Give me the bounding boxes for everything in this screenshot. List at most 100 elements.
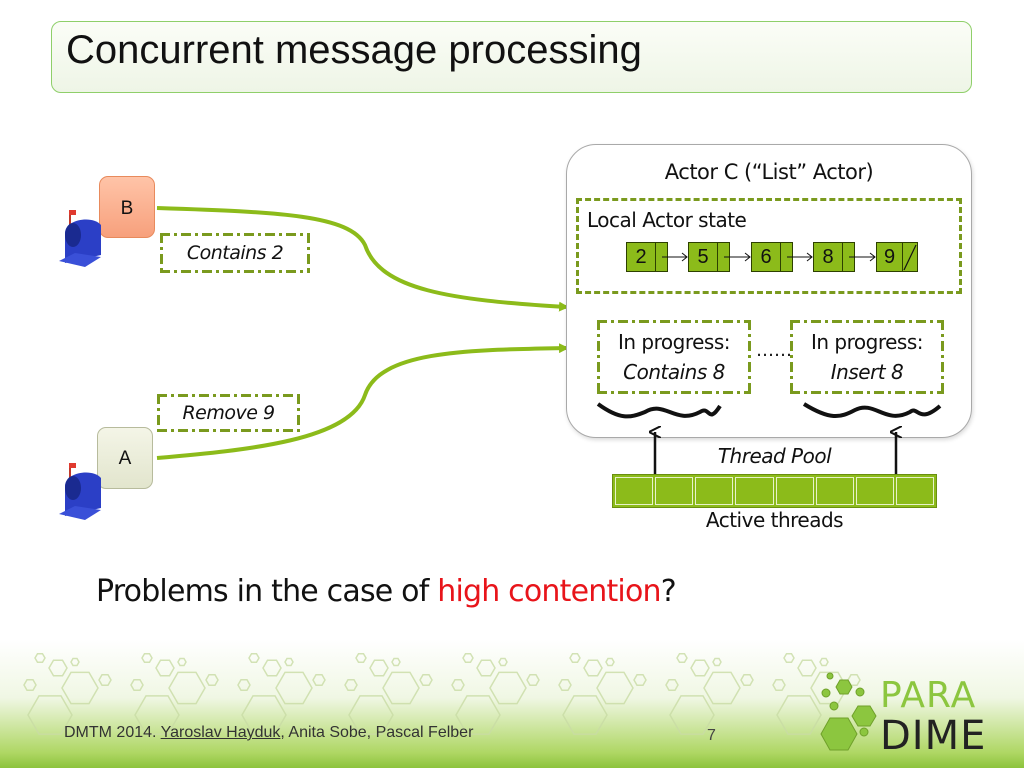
decorative-hexagon bbox=[369, 659, 389, 677]
decorative-hexagon bbox=[703, 671, 741, 705]
decorative-hexagon bbox=[462, 652, 474, 664]
decorative-hexagon bbox=[569, 652, 581, 664]
actor-a: A bbox=[97, 427, 153, 489]
footer-other-authors: , Anita Sobe, Pascal Felber bbox=[280, 724, 474, 741]
local-state-label: Local Actor state bbox=[587, 208, 747, 232]
decorative-hexagon bbox=[819, 657, 829, 667]
decorative-hexagon bbox=[455, 695, 501, 735]
null-pointer-icon bbox=[903, 244, 917, 271]
decorative-hexagon bbox=[676, 652, 688, 664]
decorative-hexagon bbox=[141, 652, 153, 664]
decorative-hexagon bbox=[155, 659, 175, 677]
decorative-hexagon bbox=[98, 674, 112, 686]
decorative-hexagon bbox=[275, 671, 313, 705]
decorative-hexagon bbox=[810, 671, 848, 705]
actor-c-title: Actor C (“List” Actor) bbox=[664, 160, 874, 184]
decorative-hexagon bbox=[740, 674, 754, 686]
decorative-hexagon bbox=[248, 652, 260, 664]
thread-slot bbox=[615, 477, 654, 505]
decorative-hexagon bbox=[419, 674, 433, 686]
decorative-hexagon bbox=[783, 652, 795, 664]
decorative-hexagon bbox=[130, 679, 144, 691]
message-remove-9: Remove 9 bbox=[157, 394, 300, 432]
decorative-hexagon bbox=[476, 659, 496, 677]
decorative-hexagon bbox=[633, 674, 647, 686]
node-value: 2 bbox=[627, 243, 656, 271]
logo-para: PARA bbox=[880, 675, 977, 716]
node-value: 6 bbox=[752, 243, 781, 271]
decorative-hexagon bbox=[526, 674, 540, 686]
thread-squiggle-1 bbox=[596, 402, 722, 419]
thread-slot bbox=[815, 477, 854, 505]
message-contains-2: Contains 2 bbox=[160, 233, 310, 273]
actor-b: B bbox=[99, 176, 155, 238]
decorative-hexagon bbox=[391, 657, 401, 667]
footer-band bbox=[0, 640, 1024, 768]
list-node: 8 bbox=[813, 242, 855, 272]
decorative-hexagon bbox=[48, 659, 68, 677]
decorative-hexagon bbox=[772, 679, 786, 691]
decorative-hexagon bbox=[382, 671, 420, 705]
in-progress-operation: Contains 8 bbox=[623, 360, 725, 384]
thread-pool-bar bbox=[612, 474, 937, 508]
thread-slot bbox=[895, 477, 934, 505]
in-progress-box-1: In progress: Contains 8 bbox=[597, 320, 751, 394]
in-progress-operation: Insert 8 bbox=[830, 360, 904, 384]
in-progress-heading: In progress: bbox=[810, 330, 924, 354]
thread-slot bbox=[695, 477, 734, 505]
footer-citation: DMTM 2014. Yaroslav Hayduk, Anita Sobe, … bbox=[64, 724, 473, 742]
page-number: 7 bbox=[707, 727, 716, 744]
decorative-hexagon bbox=[23, 679, 37, 691]
decorative-hexagon bbox=[596, 671, 634, 705]
decorative-hexagon bbox=[776, 695, 822, 735]
question-text: Problems in the case of high contention? bbox=[96, 574, 677, 609]
decorative-hexagon bbox=[205, 674, 219, 686]
decorative-hexagon bbox=[712, 657, 722, 667]
decorative-hexagon bbox=[27, 695, 73, 735]
mailbox-icon-b bbox=[59, 210, 101, 267]
node-value: 9 bbox=[877, 243, 903, 271]
decorative-hexagon bbox=[605, 657, 615, 667]
thread-pool-label: Thread Pool bbox=[717, 444, 832, 468]
arrow-a-to-c bbox=[156, 343, 569, 460]
decorative-hexagon bbox=[70, 657, 80, 667]
thread-squiggle-2 bbox=[802, 402, 942, 418]
decorative-hexagon bbox=[355, 652, 367, 664]
question-highlight: high contention bbox=[437, 574, 661, 609]
thread-slot bbox=[855, 477, 894, 505]
decorative-hexagon bbox=[498, 657, 508, 667]
question-suffix: ? bbox=[660, 574, 677, 609]
list-node-tail: 9 bbox=[876, 242, 918, 272]
decorative-hexagon bbox=[34, 652, 46, 664]
decorative-hexagon bbox=[284, 657, 294, 667]
arrow-b-to-c bbox=[156, 206, 569, 312]
decorative-hexagon bbox=[558, 679, 572, 691]
decorative-hexagon bbox=[583, 659, 603, 677]
mailbox-icon-a bbox=[59, 463, 101, 520]
decorative-hexagon bbox=[177, 657, 187, 667]
footer-author-link[interactable]: Yaroslav Hayduk bbox=[160, 724, 281, 741]
decorative-hexagon bbox=[61, 671, 99, 705]
thread-slot bbox=[655, 477, 694, 505]
decorative-hexagon bbox=[344, 679, 358, 691]
question-prefix: Problems in the case of bbox=[96, 574, 438, 609]
active-threads-label: Active threads bbox=[705, 508, 844, 532]
decorative-hexagon bbox=[690, 659, 710, 677]
decorative-hexagon bbox=[562, 695, 608, 735]
hexagon-pattern bbox=[23, 652, 861, 735]
decorative-hexagon bbox=[262, 659, 282, 677]
node-value: 8 bbox=[814, 243, 843, 271]
thread-slot bbox=[775, 477, 814, 505]
logo-dime: DIME bbox=[880, 713, 987, 759]
in-progress-box-2: In progress: Insert 8 bbox=[790, 320, 944, 394]
decorative-hexagon bbox=[241, 695, 287, 735]
decorative-hexagon bbox=[451, 679, 465, 691]
local-state-box bbox=[576, 198, 962, 294]
list-node: 5 bbox=[688, 242, 730, 272]
slide-title: Concurrent message processing bbox=[66, 28, 642, 72]
decorative-hexagon bbox=[665, 679, 679, 691]
node-value: 5 bbox=[689, 243, 718, 271]
